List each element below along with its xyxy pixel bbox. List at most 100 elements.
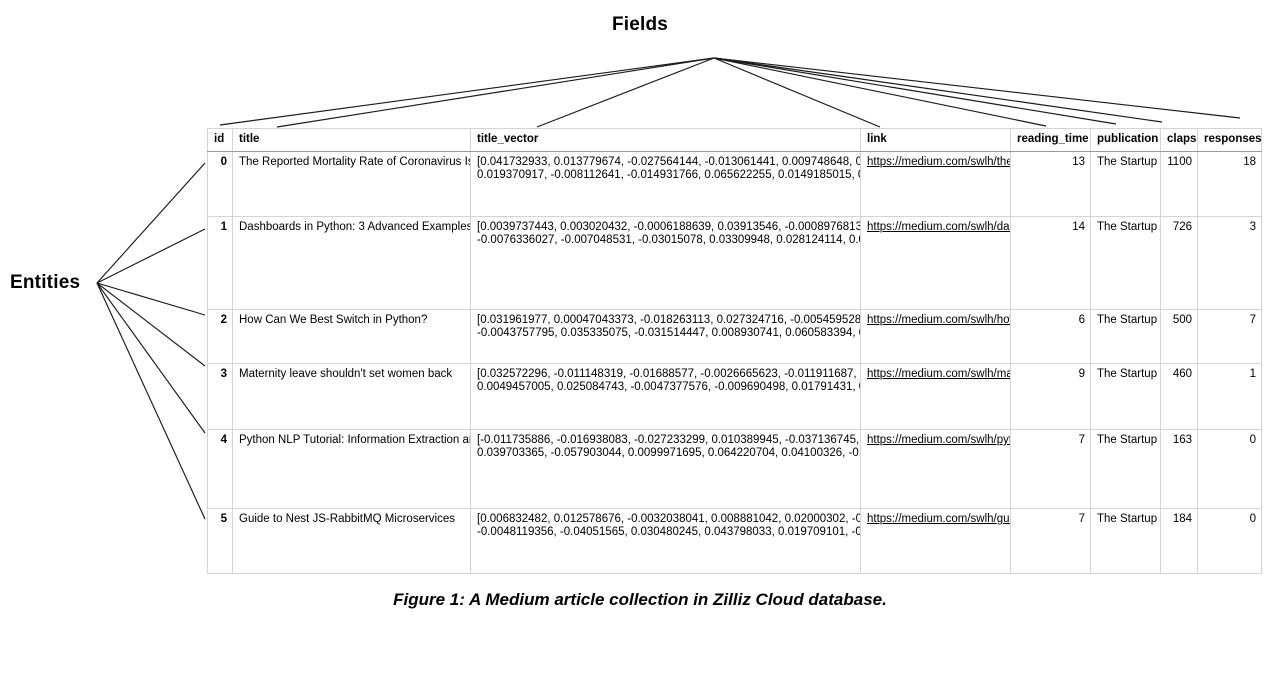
cell-claps: 500: [1160, 309, 1198, 364]
collection-table: id title title_vector link reading_time …: [207, 128, 1262, 574]
article-link[interactable]: https://medium.com/swlh/maternity-leave-…: [867, 368, 1010, 380]
fields-label: Fields: [611, 14, 669, 35]
cell-title-vector: [0.031961977, 0.00047043373, -0.01826311…: [470, 309, 861, 364]
figure-caption: Figure 1: A Medium article collection in…: [393, 590, 887, 609]
cell-responses: 0: [1197, 508, 1262, 574]
cell-reading-time: 14: [1010, 216, 1091, 310]
table-header-row: id title title_vector link reading_time …: [207, 128, 1262, 152]
column-header-link[interactable]: link: [860, 128, 1011, 152]
column-header-title[interactable]: title: [232, 128, 471, 152]
column-header-claps[interactable]: claps: [1160, 128, 1198, 152]
fields-connector-line: [713, 57, 1241, 119]
vector-line: [0.031961977, 0.00047043373, -0.01826311…: [477, 314, 861, 326]
fields-connector-line: [276, 57, 715, 128]
collection-table-element: id title title_vector link reading_time …: [207, 128, 1262, 574]
cell-title: The Reported Mortality Rate of Coronavir…: [232, 151, 471, 217]
column-header-reading-time[interactable]: reading_time: [1010, 128, 1091, 152]
fields-connector-line: [713, 57, 881, 128]
cell-claps: 460: [1160, 363, 1198, 430]
cell-claps: 1100: [1160, 151, 1198, 217]
cell-title: Dashboards in Python: 3 Advanced Example…: [232, 216, 471, 310]
column-header-id[interactable]: id: [207, 128, 233, 152]
cell-link[interactable]: https://medium.com/swlh/dashboards-in-py…: [860, 216, 1011, 310]
vector-line: [0.041732933, 0.013779674, -0.027564144,…: [477, 156, 861, 168]
cell-title: How Can We Best Switch in Python?: [232, 309, 471, 364]
entities-connector-line: [96, 282, 206, 434]
cell-link[interactable]: https://medium.com/swlh/guide-to-nest-js…: [860, 508, 1011, 574]
vector-line: [-0.011735886, -0.016938083, -0.02723329…: [477, 434, 861, 446]
cell-id: 3: [207, 363, 233, 430]
cell-publication: The Startup: [1090, 508, 1161, 574]
cell-link[interactable]: https://medium.com/swlh/how-can-we-best-…: [860, 309, 1011, 364]
entities-connector-line: [96, 282, 206, 316]
vector-line: [0.006832482, 0.012578676, -0.0032038041…: [477, 513, 861, 525]
article-link[interactable]: https://medium.com/swlh/python-nlp-tutor…: [867, 434, 1010, 446]
cell-id: 4: [207, 429, 233, 509]
cell-title-vector: [0.006832482, 0.012578676, -0.0032038041…: [470, 508, 861, 574]
fields-connector-line: [219, 57, 715, 126]
column-header-title-vector[interactable]: title_vector: [470, 128, 861, 152]
cell-id: 1: [207, 216, 233, 310]
cell-title: Python NLP Tutorial: Information Extract…: [232, 429, 471, 509]
cell-title-vector: [0.0039737443, 0.003020432, -0.000618863…: [470, 216, 861, 310]
column-header-publication[interactable]: publication: [1090, 128, 1161, 152]
cell-responses: 3: [1197, 216, 1262, 310]
fields-connector-line: [536, 57, 715, 128]
cell-publication: The Startup: [1090, 216, 1161, 310]
vector-line: -0.0076336027, -0.007048531, -0.03015078…: [477, 234, 861, 247]
cell-claps: 163: [1160, 429, 1198, 509]
vector-line: -0.0048119356, -0.04051565, 0.030480245,…: [477, 526, 861, 539]
cell-responses: 1: [1197, 363, 1262, 430]
entities-connector-line: [96, 162, 206, 284]
cell-reading-time: 6: [1010, 309, 1091, 364]
cell-claps: 726: [1160, 216, 1198, 310]
cell-reading-time: 7: [1010, 429, 1091, 509]
cell-reading-time: 7: [1010, 508, 1091, 574]
article-link[interactable]: https://medium.com/swlh/guide-to-nest-js…: [867, 513, 1010, 525]
vector-line: -0.0043757795, 0.035335075, -0.031514447…: [477, 327, 861, 340]
cell-publication: The Startup: [1090, 363, 1161, 430]
cell-publication: The Startup: [1090, 151, 1161, 217]
vector-line: 0.019370917, -0.008112641, -0.014931766,…: [477, 169, 861, 182]
article-link[interactable]: https://medium.com/swlh/how-can-we-best-…: [867, 314, 1010, 326]
cell-link[interactable]: https://medium.com/swlh/the-reported-mor…: [860, 151, 1011, 217]
column-header-responses[interactable]: responses: [1197, 128, 1262, 152]
entities-connector-line: [96, 282, 206, 520]
article-link[interactable]: https://medium.com/swlh/dashboards-in-py…: [867, 221, 1011, 233]
cell-title-vector: [0.041732933, 0.013779674, -0.027564144,…: [470, 151, 861, 217]
vector-line: [0.0039737443, 0.003020432, -0.000618863…: [477, 221, 861, 233]
cell-claps: 184: [1160, 508, 1198, 574]
cell-id: 5: [207, 508, 233, 574]
cell-publication: The Startup: [1090, 429, 1161, 509]
cell-link[interactable]: https://medium.com/swlh/maternity-leave-…: [860, 363, 1011, 430]
cell-title-vector: [-0.011735886, -0.016938083, -0.02723329…: [470, 429, 861, 509]
entities-connector-line: [96, 228, 206, 284]
cell-title: Maternity leave shouldn't set women back: [232, 363, 471, 430]
vector-line: 0.0049457005, 0.025084743, -0.0047377576…: [477, 381, 861, 394]
article-link[interactable]: https://medium.com/swlh/the-reported-mor…: [867, 156, 1010, 168]
entities-connector-line: [96, 282, 206, 367]
vector-line: [0.032572296, -0.011148319, -0.01688577,…: [477, 368, 861, 380]
cell-id: 2: [207, 309, 233, 364]
cell-responses: 7: [1197, 309, 1262, 364]
cell-responses: 18: [1197, 151, 1262, 217]
entities-label: Entities: [10, 272, 81, 293]
cell-reading-time: 13: [1010, 151, 1091, 217]
cell-link[interactable]: https://medium.com/swlh/python-nlp-tutor…: [860, 429, 1011, 509]
cell-id: 0: [207, 151, 233, 217]
fields-connector-line: [713, 57, 1117, 125]
fields-connector-line: [713, 57, 1163, 123]
cell-publication: The Startup: [1090, 309, 1161, 364]
cell-reading-time: 9: [1010, 363, 1091, 430]
fields-connector-line: [713, 57, 1047, 127]
cell-title: Guide to Nest JS-RabbitMQ Microservices: [232, 508, 471, 574]
cell-responses: 0: [1197, 429, 1262, 509]
